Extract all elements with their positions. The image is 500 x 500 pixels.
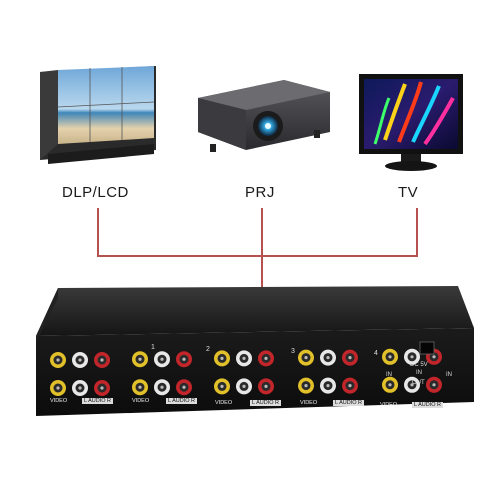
connector-line-dlp [97,208,99,256]
video-label-3: VIDEO [215,400,233,406]
rca-jack-pin [388,355,392,359]
connector-line-horizontal [97,255,418,257]
rca-jack-pin [78,358,82,362]
power-label-line2: IN [416,370,422,376]
rca-jack-pin [182,357,186,361]
rca-jack-pin [410,355,414,359]
rca-jack-pin [348,384,352,388]
label-tv: TV [398,184,419,201]
video-label-1: VIDEO [50,398,68,404]
rca-jack-pin [348,356,352,360]
audio-label-2: L AUDIO R [166,398,197,404]
projector-image [186,70,336,170]
video-label-out: VIDEO [380,402,398,408]
video-label-4: VIDEO [300,400,318,406]
port-number-2: 2 [206,346,210,353]
audio-label-out: L AUDIO R [412,402,443,408]
audio-label-3: L AUDIO R [250,400,281,406]
port-number-1: 1 [151,344,155,351]
dc-power-jack [419,341,435,355]
rca-jack-pin [410,383,414,387]
rca-jack-pin [160,357,164,361]
power-label-line1: DC 5V [410,362,428,368]
rca-jack-pin [304,384,308,388]
rca-jack-pin [432,355,436,359]
rca-jack-pin [138,357,142,361]
in-label-left: IN [386,372,392,378]
audio-label-4: L AUDIO R [333,400,364,406]
rca-jack-pin [264,384,268,388]
out-label: OUT [412,380,425,386]
port-number-3: 3 [291,348,295,355]
rca-jack-pin [56,358,60,362]
rca-jack-pin [326,356,330,360]
video-wall-image [38,58,158,168]
rca-jack-pin [100,358,104,362]
connector-line-tv [416,208,418,256]
tv-image [355,70,467,174]
rca-jack-pin [264,356,268,360]
rca-jack-pin [182,385,186,389]
rca-jack-pin [78,386,82,390]
rca-jack-pin [220,384,224,388]
label-prj: PRJ [245,184,275,201]
rca-jack-pin [138,385,142,389]
rca-jack-pin [160,385,164,389]
in-label-right: IN [446,372,452,378]
rca-jack-pin [388,383,392,387]
rca-jack-pin [100,386,104,390]
audio-label-1: L AUDIO R [82,398,113,404]
rca-jack-pin [432,383,436,387]
rca-jack-pin [242,356,246,360]
connector-line-prj [261,208,263,310]
av-switch-box [28,280,478,420]
rca-jack-pin [326,384,330,388]
rca-jack-pin [242,384,246,388]
rca-jack-pin [56,386,60,390]
rca-jack-pin [304,356,308,360]
rca-jack-pin [220,356,224,360]
label-dlp-lcd: DLP/LCD [62,184,129,201]
port-number-4: 4 [374,350,378,357]
video-label-2: VIDEO [132,398,150,404]
